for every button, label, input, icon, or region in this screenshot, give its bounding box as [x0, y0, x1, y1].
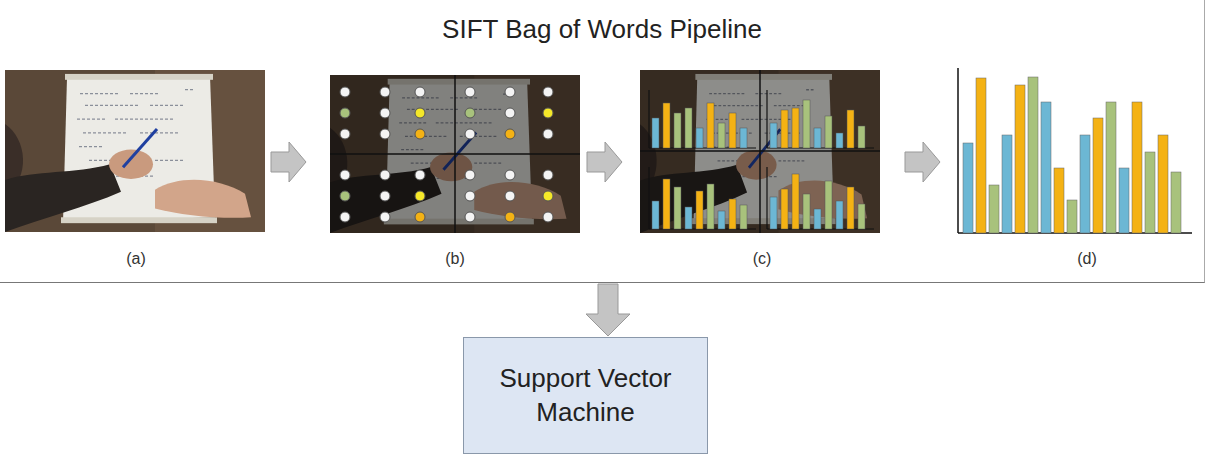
panel-label: (b): [445, 250, 465, 268]
node-text: Support Vector Machine: [478, 362, 693, 429]
region-histograms-panel: [640, 70, 880, 233]
sampling-grid-panel: [330, 75, 580, 233]
panel-label: (c): [753, 250, 772, 268]
panel-label: (a): [126, 250, 146, 268]
node-text: SIFT Bag of Words Pipeline: [0, 14, 1204, 45]
process-box: Support Vector Machine: [463, 337, 708, 454]
flow-arrow: [586, 284, 630, 336]
sift-points: [340, 87, 553, 222]
input-photo: [5, 70, 265, 232]
final-histogram: [958, 68, 1192, 233]
panel-label: (d): [1077, 250, 1097, 268]
pipeline-frame: SIFT Bag of Words Pipeline: [0, 0, 1205, 283]
